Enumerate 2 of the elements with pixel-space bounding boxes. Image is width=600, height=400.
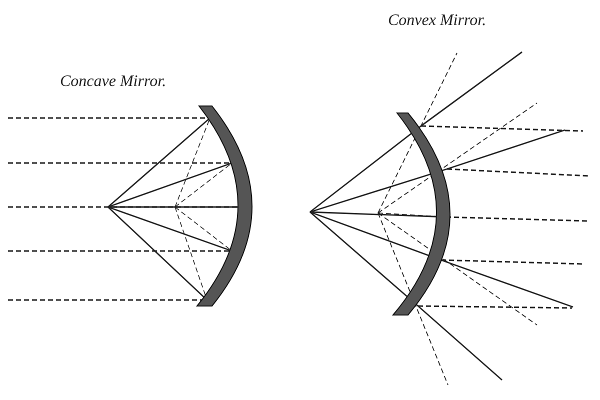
figure-caption: Concave Mirror.	[60, 73, 166, 91]
figure-caption: Convex Mirror.	[388, 12, 486, 30]
